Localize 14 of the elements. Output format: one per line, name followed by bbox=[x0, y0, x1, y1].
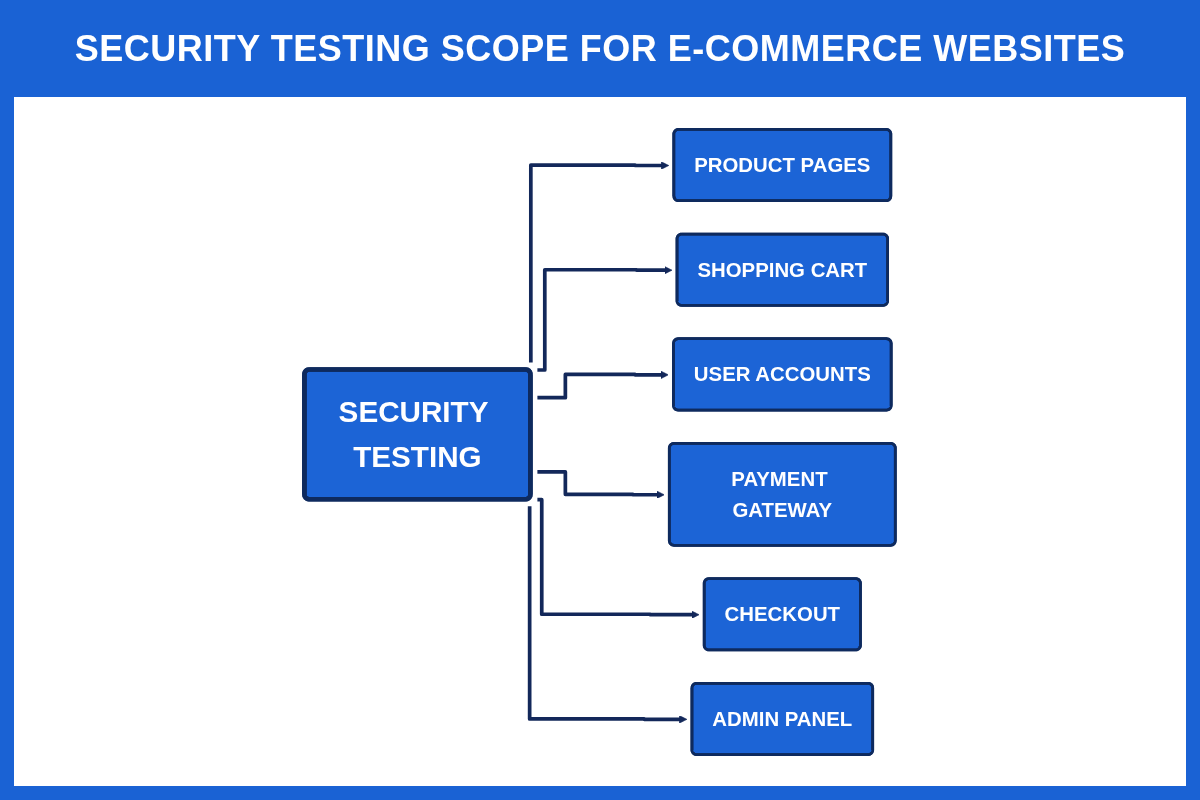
central-box: SECURITY TESTING bbox=[302, 366, 533, 501]
title: SECURITY TESTING SCOPE FOR E-COMMERCE WEBSITES bbox=[74, 27, 1126, 70]
arrow bbox=[537, 469, 665, 499]
process-box: USER ACCOUNTS bbox=[672, 336, 893, 411]
process-box: CHECKOUT bbox=[702, 576, 862, 651]
arrow bbox=[537, 497, 700, 619]
process-box: PRODUCT PAGES bbox=[672, 127, 893, 202]
process-box: ADMIN PANEL bbox=[690, 681, 875, 756]
arrow bbox=[529, 160, 670, 362]
arrow bbox=[527, 505, 688, 723]
arrow bbox=[537, 370, 669, 400]
process-box: PAYMENT GATEWAY bbox=[668, 441, 897, 547]
process-box: SHOPPING CART bbox=[675, 232, 890, 307]
arrow bbox=[537, 265, 673, 372]
